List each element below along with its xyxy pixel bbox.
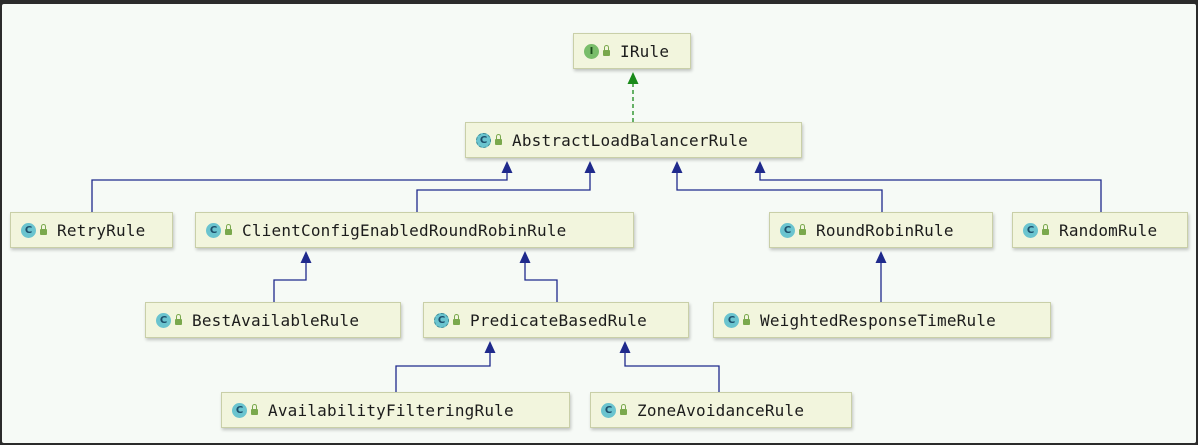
edge-availability-to-predicate xyxy=(395,341,496,392)
class-icon: C xyxy=(156,312,171,328)
node-irule[interactable]: I IRule xyxy=(573,33,691,69)
edge-line xyxy=(676,172,883,212)
public-lock-icon xyxy=(175,313,182,325)
edge-roundrobin-to-abstract xyxy=(671,161,883,212)
abstract-class-icon: C xyxy=(476,132,491,148)
edge-line xyxy=(624,352,720,392)
public-lock-icon xyxy=(453,313,460,325)
arrowhead xyxy=(519,251,531,263)
node-label: BestAvailableRule xyxy=(192,310,360,330)
arrowhead xyxy=(671,161,683,173)
node-best-available-rule[interactable]: C BestAvailableRule xyxy=(145,302,401,338)
node-label: RetryRule xyxy=(57,220,146,240)
arrowhead xyxy=(484,341,496,353)
edge-bestavailable-to-clientconfig xyxy=(273,251,312,302)
node-label: AvailabilityFilteringRule xyxy=(268,400,514,420)
node-availability-filtering-rule[interactable]: C AvailabilityFilteringRule xyxy=(221,392,570,428)
arrowhead xyxy=(501,161,513,173)
node-client-config-enabled-round-robin-rule[interactable]: C ClientConfigEnabledRoundRobinRule xyxy=(195,212,634,248)
edge-weighted-to-roundrobin xyxy=(875,251,887,302)
node-round-robin-rule[interactable]: C RoundRobinRule xyxy=(769,212,993,248)
node-zone-avoidance-rule[interactable]: C ZoneAvoidanceRule xyxy=(590,392,852,428)
arrowhead xyxy=(584,161,596,173)
node-label: PredicateBasedRule xyxy=(470,310,647,330)
arrowhead xyxy=(300,251,312,263)
class-icon: C xyxy=(232,402,247,418)
node-label: RandomRule xyxy=(1059,220,1158,240)
node-label: ClientConfigEnabledRoundRobinRule xyxy=(242,220,567,240)
edge-line xyxy=(395,352,491,392)
node-label: AbstractLoadBalancerRule xyxy=(512,130,748,150)
edge-line xyxy=(91,172,508,212)
public-lock-icon xyxy=(495,133,502,145)
interface-icon: I xyxy=(584,43,599,59)
public-lock-icon xyxy=(799,223,806,235)
arrowhead xyxy=(619,341,631,353)
node-weighted-response-time-rule[interactable]: C WeightedResponseTimeRule xyxy=(713,302,1051,338)
edge-predicate-to-clientconfig xyxy=(519,251,558,302)
class-icon: C xyxy=(21,222,36,238)
edge-retry-to-abstract xyxy=(91,161,513,212)
edge-line xyxy=(524,262,558,302)
diagram-canvas: I IRule C AbstractLoadBalancerRule C Ret… xyxy=(2,4,1196,443)
edge-clientconfig-to-abstract xyxy=(416,161,596,212)
edge-line xyxy=(273,262,307,302)
public-lock-icon xyxy=(40,223,47,235)
node-abstract-load-balancer-rule[interactable]: C AbstractLoadBalancerRule xyxy=(465,122,802,158)
node-label: IRule xyxy=(620,41,670,61)
public-lock-icon xyxy=(603,44,610,56)
class-icon: C xyxy=(601,402,616,418)
arrowhead xyxy=(627,72,639,84)
arrowhead xyxy=(875,251,887,263)
node-label: ZoneAvoidanceRule xyxy=(637,400,805,420)
arrowhead xyxy=(754,161,766,173)
edge-random-to-abstract xyxy=(754,161,1102,212)
edge-abstract-to-irule xyxy=(627,72,639,122)
public-lock-icon xyxy=(251,403,258,415)
edge-line xyxy=(759,172,1102,212)
public-lock-icon xyxy=(620,403,627,415)
abstract-class-icon: C xyxy=(434,312,449,328)
node-predicate-based-rule[interactable]: C PredicateBasedRule xyxy=(423,302,689,338)
node-retry-rule[interactable]: C RetryRule xyxy=(10,212,173,248)
public-lock-icon xyxy=(225,223,232,235)
node-random-rule[interactable]: C RandomRule xyxy=(1012,212,1188,248)
public-lock-icon xyxy=(1042,223,1049,235)
public-lock-icon xyxy=(743,313,750,325)
class-icon: C xyxy=(724,312,739,328)
class-icon: C xyxy=(780,222,795,238)
class-icon: C xyxy=(206,222,221,238)
class-icon: C xyxy=(1023,222,1038,238)
edge-zone-to-predicate xyxy=(619,341,720,392)
edge-line xyxy=(416,172,591,212)
edge-layer xyxy=(91,72,1102,392)
node-label: WeightedResponseTimeRule xyxy=(760,310,996,330)
node-label: RoundRobinRule xyxy=(816,220,954,240)
